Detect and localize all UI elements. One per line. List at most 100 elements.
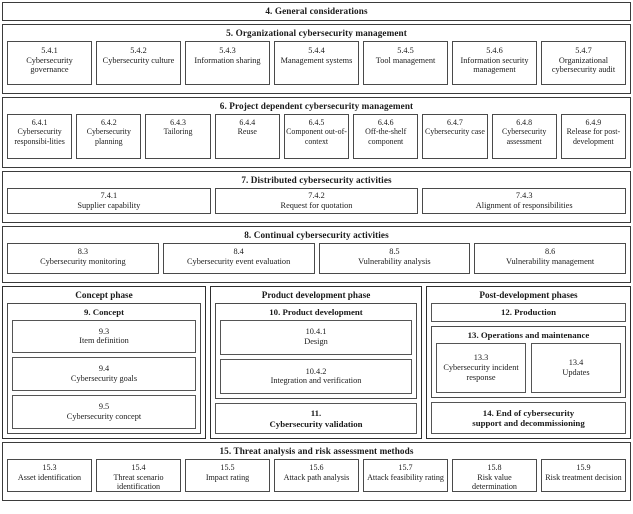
- item-6-4-8: 6.4.8 Cybersecurity assessment: [491, 114, 557, 159]
- section-title-5: 5. Organizational cybersecurity manageme…: [226, 28, 407, 38]
- item-15-7: 15.7 Attack feasibility rating: [363, 459, 448, 492]
- group-title-13: 13. Operations and maintenance: [467, 330, 590, 340]
- item-10-4-2: 10.4.2 Integration and verification: [220, 358, 412, 394]
- group-13-operations-maintenance: 13. Operations and maintenance 13.3 Cybe…: [431, 326, 626, 398]
- item-label: Design: [304, 337, 328, 347]
- item-number: 8.3: [77, 247, 89, 256]
- item-number: 6.4.5: [308, 118, 325, 127]
- item-6-4-9: 6.4.9 Release for post-development: [560, 114, 626, 159]
- section-title-6: 6. Project dependent cybersecurity manag…: [219, 101, 414, 111]
- item-label: Tool management: [375, 55, 436, 65]
- item-label: Alignment of responsibilities: [475, 201, 573, 210]
- section-continual-activities: 8. Continual cybersecurity activities 8.…: [2, 226, 631, 283]
- section-title-7: 7. Distributed cybersecurity activities: [241, 175, 392, 185]
- item-number: 10.4.2: [305, 366, 327, 376]
- item-label: Tailoring: [163, 127, 193, 137]
- item-label: Threat scenario identification: [113, 472, 164, 492]
- item-label: Vulnerability analysis: [358, 256, 431, 266]
- item-14-end-of-cybersecurity-support: 14. End of cybersecurity support and dec…: [431, 402, 626, 434]
- item-5-4-7: 5.4.7 Organizational cybersecurity audit: [541, 41, 626, 85]
- section-title-general: 4. General considerations: [265, 6, 368, 16]
- item-number: 15.5: [220, 463, 235, 472]
- item-label: Request for quotation: [280, 201, 353, 210]
- item-label: Cybersecurity assessment: [502, 127, 547, 146]
- item-label: Cybersecurity governance: [26, 55, 73, 75]
- item-number: 15.3: [42, 463, 57, 472]
- item-number: 7.4.1: [100, 191, 118, 201]
- item-label: Off-the-shelf component: [365, 127, 407, 146]
- item-9-5: 9.5 Cybersecurity concept: [12, 395, 196, 429]
- item-label: Supplier capability: [77, 201, 141, 210]
- item-8-5: 8.5 Vulnerability analysis: [318, 243, 471, 274]
- section-15-items: 15.3 Asset identification 15.4 Threat sc…: [3, 459, 630, 496]
- item-number: 15.8: [487, 463, 502, 472]
- item-8-4: 8.4 Cybersecurity event evaluation: [162, 243, 315, 274]
- item-7-4-1: 7.4.1 Supplier capability: [7, 188, 211, 214]
- item-8-6: 8.6 Vulnerability management: [474, 243, 626, 274]
- item-15-5: 15.5 Impact rating: [185, 459, 270, 492]
- item-number: 5.4.2: [130, 46, 147, 55]
- phase-title-product: Product development phase: [261, 290, 371, 300]
- item-label: Cybersecurity concept: [66, 412, 142, 422]
- item-label: Cybersecurity event evaluation: [187, 256, 291, 266]
- item-number: 6.4.9: [585, 118, 602, 127]
- item-label: Risk value determination: [472, 472, 517, 492]
- item-5-4-6: 5.4.6 Information security management: [452, 41, 537, 85]
- section-distributed-activities: 7. Distributed cybersecurity activities …: [2, 171, 631, 223]
- item-number: 13.3: [473, 353, 489, 363]
- item-label: Item definition: [79, 336, 129, 346]
- item-number: 7.4.3: [515, 191, 533, 201]
- item-number: 15.7: [398, 463, 413, 472]
- item-number: 6.4.4: [239, 118, 256, 127]
- phase-title-concept: Concept phase: [75, 290, 133, 300]
- item-label: Cybersecurity culture: [102, 55, 175, 65]
- item-label: Cybersecurity planning: [86, 127, 131, 146]
- item-label: Cybersecurity incident response: [443, 362, 519, 382]
- section-general-considerations: 4. General considerations: [2, 2, 631, 21]
- item-label: Release for post-development: [566, 127, 621, 146]
- item-6-4-1: 6.4.1 Cybersecurity responsibi-lities: [7, 114, 73, 159]
- item-number: 7.4.2: [308, 191, 325, 201]
- item-number: 5.4.1: [41, 46, 58, 55]
- item-number: 10.4.1: [305, 327, 327, 337]
- phases-row: Concept phase 9. Concept 9.3 Item defini…: [2, 286, 631, 439]
- item-number: 5.4.5: [397, 46, 414, 55]
- item-label: Vulnerability management: [506, 256, 595, 266]
- item-15-8: 15.8 Risk value determination: [452, 459, 537, 492]
- item-number: 6.4.6: [377, 118, 394, 127]
- item-number: 5.4.6: [486, 46, 503, 55]
- section-5-items: 5.4.1 Cybersecurity governance 5.4.2 Cyb…: [3, 41, 630, 89]
- group-13-items: 13.3 Cybersecurity incident response 13.…: [432, 342, 625, 398]
- item-9-3: 9.3 Item definition: [12, 319, 196, 354]
- phase-concept: Concept phase 9. Concept 9.3 Item defini…: [2, 286, 206, 439]
- item-label: Organizational cybersecurity audit: [551, 55, 616, 75]
- item-number: 11.: [310, 408, 322, 418]
- item-12-production: 12. Production: [431, 303, 626, 322]
- item-label: Impact rating: [205, 472, 250, 482]
- item-number: 13.4: [568, 357, 584, 367]
- phase-post-inner: 12. Production 13. Operations and mainte…: [427, 303, 630, 438]
- section-6-items: 6.4.1 Cybersecurity responsibi-lities 6.…: [3, 114, 630, 163]
- item-6-4-5: 6.4.5 Component out-of-context: [283, 114, 350, 159]
- item-5-4-1: 5.4.1 Cybersecurity governance: [7, 41, 92, 85]
- section-project-dependent-management: 6. Project dependent cybersecurity manag…: [2, 97, 631, 168]
- item-6-4-6: 6.4.6 Off-the-shelf component: [353, 114, 419, 159]
- section-threat-analysis-risk-assessment: 15. Threat analysis and risk assessment …: [2, 442, 631, 501]
- item-7-4-3: 7.4.3 Alignment of responsibilities: [422, 188, 627, 214]
- item-number: 15.6: [309, 463, 324, 472]
- item-label: Asset identification: [17, 472, 82, 482]
- item-label: Component out-of-context: [286, 127, 347, 146]
- item-number: 8.6: [544, 247, 556, 256]
- item-9-4: 9.4 Cybersecurity goals: [12, 357, 196, 392]
- item-label: Management systems: [280, 55, 353, 65]
- item-15-9: 15.9 Risk treatment decision: [541, 459, 626, 492]
- item-label: Integration and verification: [270, 376, 362, 386]
- item-number: 8.4: [233, 247, 244, 256]
- phase-title-post: Post-development phases: [479, 290, 578, 300]
- phase-product-inner: 10. Product development 10.4.1 Design 10…: [211, 303, 421, 438]
- item-label: Risk treatment decision: [545, 472, 622, 482]
- item-6-4-4: 6.4.4 Reuse: [214, 114, 280, 159]
- item-5-4-4: 5.4.4 Management systems: [274, 41, 359, 85]
- item-label: Information security management: [460, 55, 529, 75]
